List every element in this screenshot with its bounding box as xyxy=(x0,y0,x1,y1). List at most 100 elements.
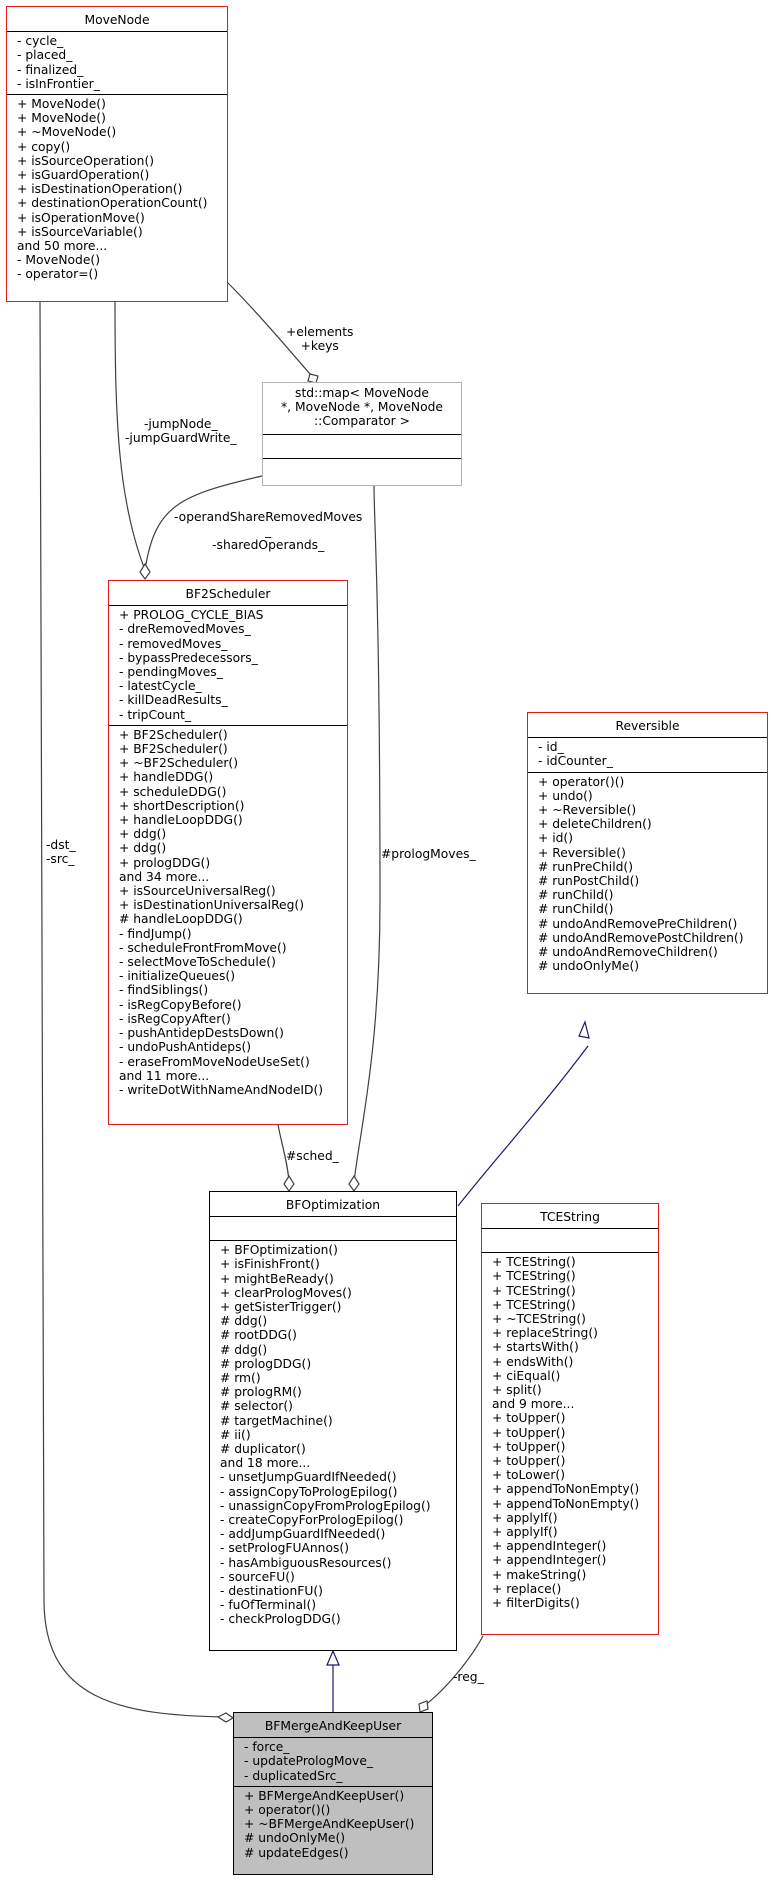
member-line: + endsWith() xyxy=(492,1354,574,1369)
label-prolog: #prologMoves_ xyxy=(381,847,476,861)
member-line: + BF2Scheduler() xyxy=(119,742,228,757)
member-line: # runChild() xyxy=(538,888,614,903)
member-line: - MoveNode() xyxy=(17,253,101,268)
member-line: - cycle_ xyxy=(17,34,64,49)
label-sched: #sched_ xyxy=(286,1149,339,1163)
attributes xyxy=(482,1229,658,1254)
member-line: + startsWith() xyxy=(492,1340,579,1355)
member-line: and 11 more... xyxy=(119,1068,210,1083)
member-line: - operator=() xyxy=(17,267,99,282)
member-line: - duplicatedSrc_ xyxy=(244,1768,343,1783)
member-line: + mightBeReady() xyxy=(220,1271,334,1286)
class-std-map[interactable]: std::map< MoveNode *, MoveNode *, MoveNo… xyxy=(262,382,462,486)
class-movenode[interactable]: MoveNode - cycle_- placed_- finalized_- … xyxy=(6,6,228,302)
edge-jump xyxy=(114,301,146,571)
member-line: # handleLoopDDG() xyxy=(119,912,243,927)
label-operands: -operandShareRemovedMoves _ -sharedOpera… xyxy=(174,510,363,553)
member-line: + operator()() xyxy=(538,774,625,789)
member-line: - isRegCopyBefore() xyxy=(119,997,242,1012)
edge-inherit-reversible xyxy=(457,1045,589,1207)
member-line: # targetMachine() xyxy=(220,1413,333,1428)
edge-operands xyxy=(144,475,263,571)
member-line: + MoveNode() xyxy=(17,111,106,126)
member-line: - addJumpGuardIfNeeded() xyxy=(220,1527,386,1542)
member-line: + isFinishFront() xyxy=(220,1257,320,1272)
member-line: + handleLoopDDG() xyxy=(119,813,243,828)
member-line: # updateEdges() xyxy=(244,1845,349,1860)
member-line: + toUpper() xyxy=(492,1454,566,1469)
member-line: + prologDDG() xyxy=(119,855,211,870)
member-line: + appendInteger() xyxy=(492,1553,607,1568)
member-line: # prologRM() xyxy=(220,1385,302,1400)
edge-elements-keys xyxy=(226,281,311,375)
member-line: + applyIf() xyxy=(492,1525,558,1540)
member-line: - scheduleFrontFromMove() xyxy=(119,940,287,955)
member-line: - updatePrologMove_ xyxy=(244,1754,374,1769)
member-line: # undoAndRemoveChildren() xyxy=(538,945,718,960)
member-line: + isSourceOperation() xyxy=(17,153,155,168)
class-title: Reversible xyxy=(528,713,767,739)
member-line: + getSisterTrigger() xyxy=(220,1300,342,1315)
class-title: MoveNode xyxy=(7,7,227,33)
class-bf2scheduler[interactable]: BF2Scheduler + PROLOG_CYCLE_BIAS- dreRem… xyxy=(108,580,348,1125)
member-line: - pendingMoves_ xyxy=(119,665,223,680)
member-line: + ddg() xyxy=(119,841,167,856)
member-line: + PROLOG_CYCLE_BIAS xyxy=(119,608,264,623)
member-line: # selector() xyxy=(220,1399,293,1414)
member-line: - initializeQueues() xyxy=(119,969,235,984)
member-line: + deleteChildren() xyxy=(538,817,652,832)
member-line: # rootDDG() xyxy=(220,1328,297,1343)
member-line: + Reversible() xyxy=(538,845,626,860)
member-line: # runPreChild() xyxy=(538,859,634,874)
class-reversible[interactable]: Reversible - id_- idCounter_ + operator(… xyxy=(527,712,768,994)
member-line: and 9 more... xyxy=(492,1397,575,1412)
member-line: # rm() xyxy=(220,1371,261,1386)
member-line: + isGuardOperation() xyxy=(17,168,150,183)
member-line: - unsetJumpGuardIfNeeded() xyxy=(220,1470,397,1485)
attributes: + PROLOG_CYCLE_BIAS- dreRemovedMoves_- r… xyxy=(109,606,347,726)
class-tcestring[interactable]: TCEString + TCEString()+ TCEString()+ TC… xyxy=(481,1203,659,1635)
member-line: - findJump() xyxy=(119,926,192,941)
member-line: # undoOnlyMe() xyxy=(244,1831,346,1846)
class-title: TCEString xyxy=(482,1204,658,1230)
member-line: # undoAndRemovePreChildren() xyxy=(538,916,738,931)
methods: + operator()()+ undo()+ ~Reversible()+ d… xyxy=(528,773,767,977)
member-line: + ~MoveNode() xyxy=(17,125,117,140)
member-line: - destinationFU() xyxy=(220,1584,323,1599)
class-title: BF2Scheduler xyxy=(109,581,347,607)
member-line: # runPostChild() xyxy=(538,874,640,889)
member-line: # runChild() xyxy=(538,902,614,917)
member-line: - id_ xyxy=(538,740,564,755)
member-line: - placed_ xyxy=(17,48,73,63)
member-line: + applyIf() xyxy=(492,1510,558,1525)
member-line: # duplicator() xyxy=(220,1442,306,1457)
member-line: + appendInteger() xyxy=(492,1539,607,1554)
member-line: + makeString() xyxy=(492,1567,587,1582)
class-bfmergeandkeepuser[interactable]: BFMergeAndKeepUser - force_- updateProlo… xyxy=(233,1712,433,1875)
attributes xyxy=(263,435,461,459)
member-line: + TCEString() xyxy=(492,1255,576,1270)
member-line: + TCEString() xyxy=(492,1269,576,1284)
member-line: + replaceString() xyxy=(492,1326,598,1341)
member-line: - tripCount_ xyxy=(119,707,192,722)
member-line: + id() xyxy=(538,831,574,846)
member-line: + TCEString() xyxy=(492,1283,576,1298)
attributes xyxy=(210,1217,456,1242)
arrow-bfopt xyxy=(326,1649,340,1666)
label-reg: -reg_ xyxy=(453,1670,484,1684)
member-line: - assignCopyToPrologEpilog() xyxy=(220,1484,398,1499)
methods: + BFOptimization()+ isFinishFront()+ mig… xyxy=(210,1241,456,1629)
class-bfoptimization[interactable]: BFOptimization + BFOptimization()+ isFin… xyxy=(209,1191,457,1651)
member-line: + ~BF2Scheduler() xyxy=(119,756,239,771)
member-line: + isDestinationUniversalReg() xyxy=(119,898,305,913)
member-line: + BFOptimization() xyxy=(220,1243,338,1258)
diamond-merge-right xyxy=(418,1700,429,1713)
attributes: - cycle_- placed_- finalized_- isInFront… xyxy=(7,32,227,96)
member-line: # ii() xyxy=(220,1427,251,1442)
member-line: + TCEString() xyxy=(492,1297,576,1312)
member-line: - unassignCopyFromPrologEpilog() xyxy=(220,1498,431,1513)
attributes: - id_- idCounter_ xyxy=(528,738,767,773)
label-dst-src: -dst_ -src_ xyxy=(46,838,76,867)
member-line: + ~TCEString() xyxy=(492,1312,586,1327)
label-jump: -jumpNode_ -jumpGuardWrite_ xyxy=(125,417,237,446)
